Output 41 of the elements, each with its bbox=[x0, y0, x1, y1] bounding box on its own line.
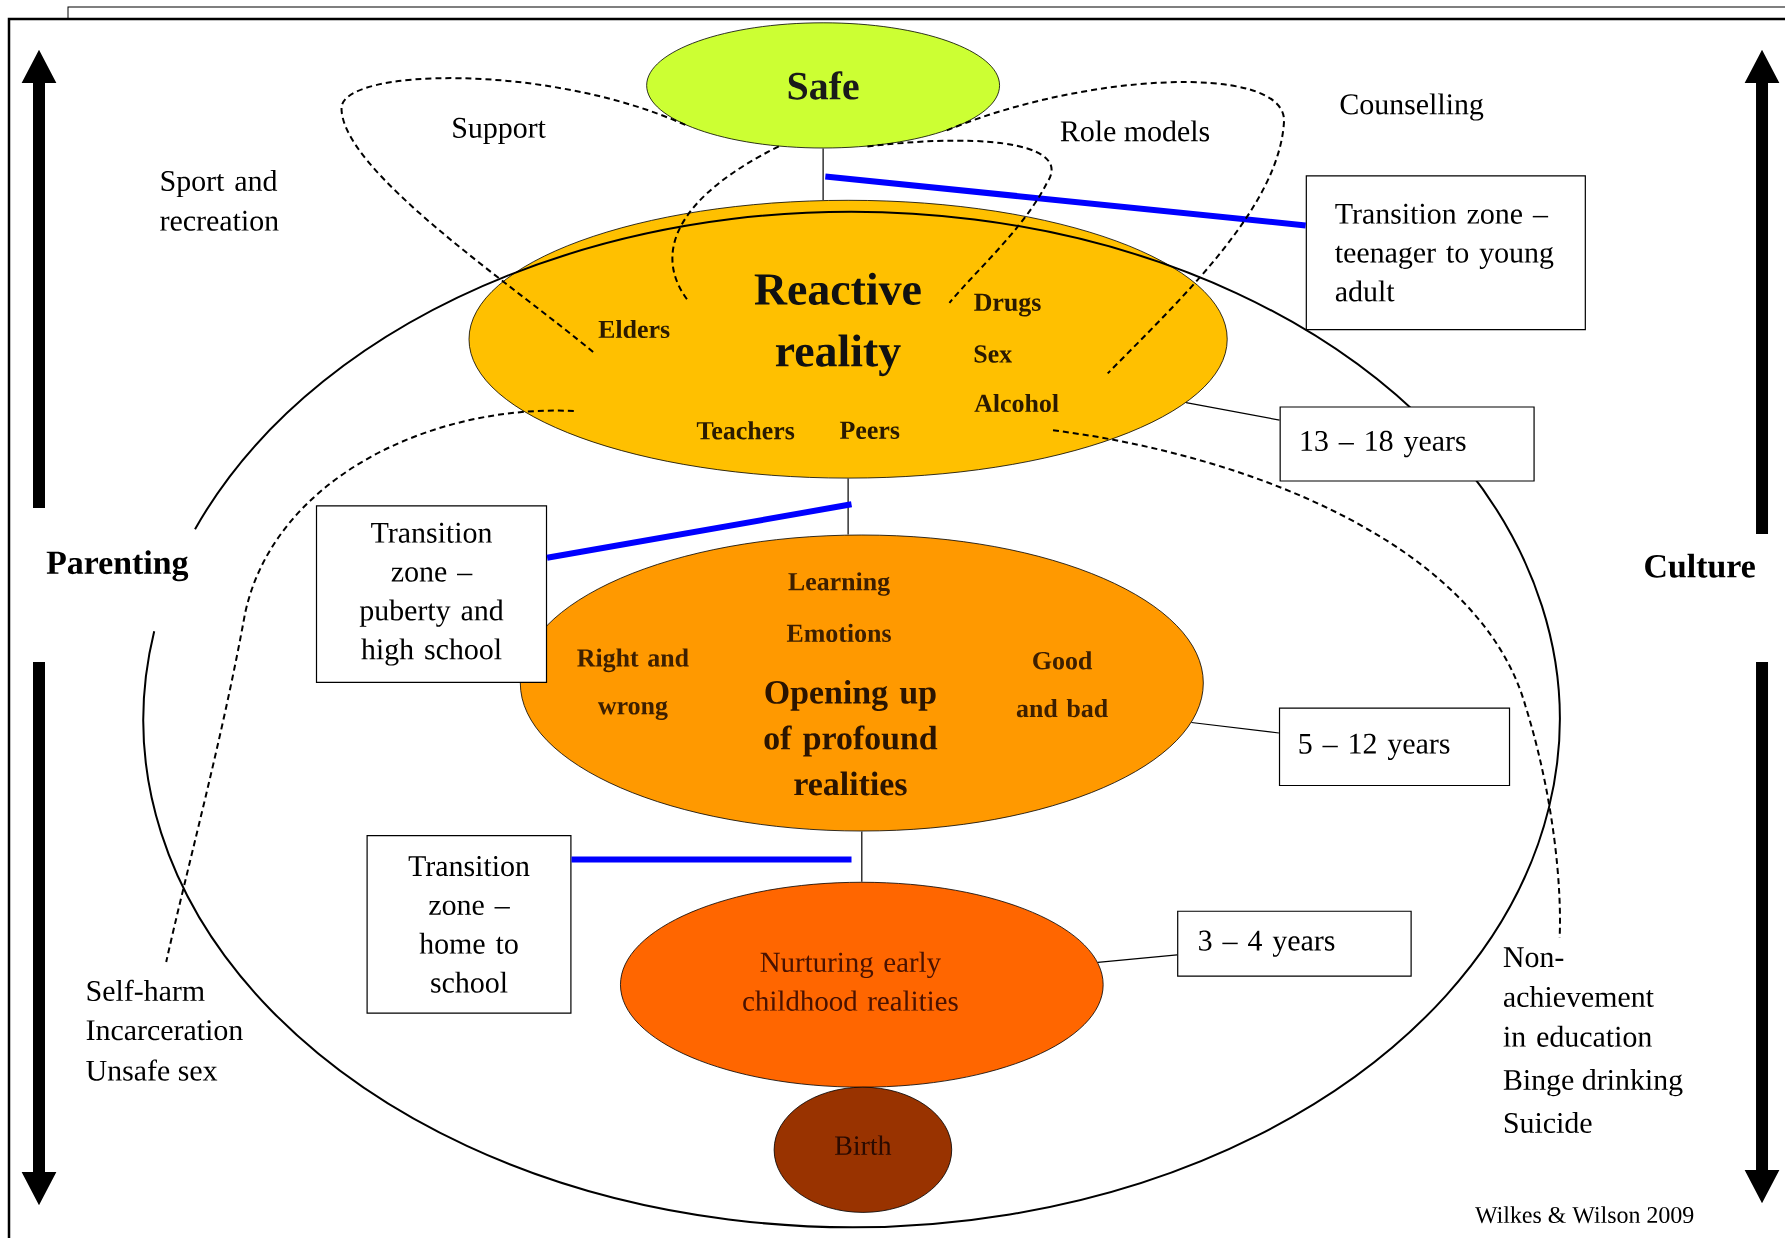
dashed-curve bbox=[340, 77, 687, 354]
text-box: Transition zone – home to school bbox=[366, 835, 572, 1014]
item-label: Alcohol bbox=[974, 393, 1059, 413]
item-label: Right and wrong bbox=[577, 648, 689, 720]
connector-line bbox=[861, 830, 863, 883]
dashed-curve bbox=[671, 145, 780, 303]
text-box: 13 – 18 years bbox=[1279, 406, 1535, 482]
connector-line bbox=[1190, 721, 1280, 734]
item-label: Teachers bbox=[696, 421, 795, 440]
text-label: Counselling bbox=[1340, 93, 1484, 121]
item-label: Sex bbox=[974, 345, 1012, 363]
item-label: Emotions bbox=[786, 623, 891, 642]
item-label: Learning bbox=[788, 572, 890, 596]
text-label: Self-harm bbox=[87, 979, 205, 1002]
text-label: Unsafe sex bbox=[86, 1059, 218, 1081]
text-box: Transition zone – puberty and high school bbox=[315, 505, 548, 684]
text-label: Incarceration bbox=[86, 1020, 243, 1041]
connector-line bbox=[546, 501, 853, 561]
text-label: Support bbox=[453, 117, 546, 144]
text-label: Culture bbox=[1645, 553, 1755, 578]
connector-line bbox=[1185, 401, 1281, 421]
text-label: Role models bbox=[1060, 120, 1210, 142]
text-box: 3 – 4 years bbox=[1177, 910, 1412, 977]
dashed-curve bbox=[945, 81, 1286, 375]
item-label: Elders bbox=[598, 319, 670, 339]
text-label: Wilkes & Wilson 2009 bbox=[1475, 1206, 1694, 1224]
text-label: Parenting bbox=[46, 550, 189, 582]
connector-line bbox=[822, 147, 824, 201]
text-box: Transition zone – teenager to young adult bbox=[1305, 175, 1586, 331]
connector-line bbox=[847, 477, 849, 536]
item-label: Good and bad bbox=[1016, 651, 1108, 718]
item-label: Peers bbox=[839, 421, 900, 439]
connector-line bbox=[825, 173, 1306, 229]
text-label: Suicide bbox=[1504, 1112, 1592, 1134]
item-label: Drugs bbox=[974, 293, 1041, 317]
connector-line bbox=[571, 856, 852, 863]
connector-line bbox=[1097, 954, 1178, 963]
text-box: 5 – 12 years bbox=[1278, 707, 1511, 787]
text-label: Binge drinking bbox=[1503, 1069, 1683, 1097]
text-label: Sport and recreation bbox=[160, 169, 279, 231]
text-label: Non-achievement in education bbox=[1503, 947, 1654, 1047]
